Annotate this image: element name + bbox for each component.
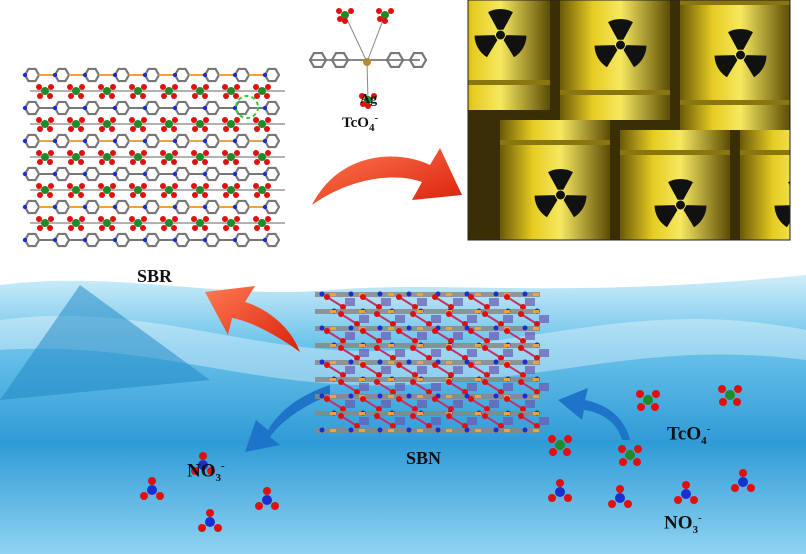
radiation-symbol-icon bbox=[728, 28, 753, 50]
barrel bbox=[740, 130, 790, 240]
no3-ion bbox=[255, 487, 279, 510]
radioactive-barrels-photo bbox=[467, 0, 791, 241]
tco4-ion bbox=[636, 390, 660, 411]
radiation-symbol-icon bbox=[788, 181, 790, 186]
radiation-symbol-icon bbox=[623, 45, 647, 68]
barrel bbox=[680, 0, 790, 130]
tco4-label-right: TcO4- bbox=[667, 423, 711, 448]
anion-molecules bbox=[140, 385, 755, 532]
barrel bbox=[560, 0, 670, 120]
radiation-symbol-icon bbox=[548, 168, 573, 190]
tco4-ion bbox=[718, 385, 742, 406]
red-arrow-to-sbr bbox=[205, 286, 300, 352]
radiation-symbol-icon bbox=[488, 8, 513, 30]
ag-complex-structure bbox=[308, 8, 428, 109]
no3-label-left: NO3- bbox=[187, 460, 225, 485]
radiation-symbol-icon bbox=[668, 178, 693, 200]
blue-arrow-right bbox=[558, 388, 630, 440]
red-arrow-to-barrels bbox=[312, 148, 462, 205]
sbr-label: SBR bbox=[137, 266, 173, 286]
radiation-symbol-icon bbox=[743, 55, 767, 78]
radiation-symbol-icon bbox=[608, 18, 633, 40]
radiation-symbol-icon bbox=[654, 205, 678, 228]
no3-ion bbox=[198, 509, 222, 532]
sbn-label: SBN bbox=[406, 448, 442, 468]
tco4-ion bbox=[548, 435, 572, 456]
no3-ion bbox=[140, 477, 164, 500]
radiation-symbol-icon bbox=[714, 55, 738, 78]
sbn-framework-structure bbox=[315, 291, 549, 433]
barrel bbox=[620, 130, 730, 240]
tco4-ion bbox=[618, 445, 642, 466]
radiation-symbol-icon bbox=[563, 195, 587, 218]
no3-ion bbox=[674, 481, 698, 504]
radiation-symbol-icon bbox=[594, 45, 618, 68]
radiation-symbol-icon bbox=[774, 205, 790, 228]
tco4-label-top: TcO4- bbox=[342, 112, 379, 134]
no3-ion bbox=[548, 479, 572, 502]
barrel bbox=[500, 120, 610, 240]
ag-label: Ag bbox=[360, 92, 378, 107]
radiation-symbol-icon bbox=[683, 205, 707, 228]
barrel bbox=[468, 0, 550, 110]
no3-ion bbox=[608, 485, 632, 508]
radiation-symbol-icon bbox=[534, 195, 558, 218]
radiation-symbol-icon bbox=[474, 35, 498, 58]
sbr-framework-structure bbox=[22, 67, 285, 248]
no3-label-right: NO3- bbox=[664, 512, 702, 537]
no3-ion bbox=[731, 469, 755, 492]
blue-arrow-left bbox=[245, 385, 330, 452]
no3-ion bbox=[191, 452, 215, 475]
radiation-symbol-icon bbox=[503, 35, 527, 58]
